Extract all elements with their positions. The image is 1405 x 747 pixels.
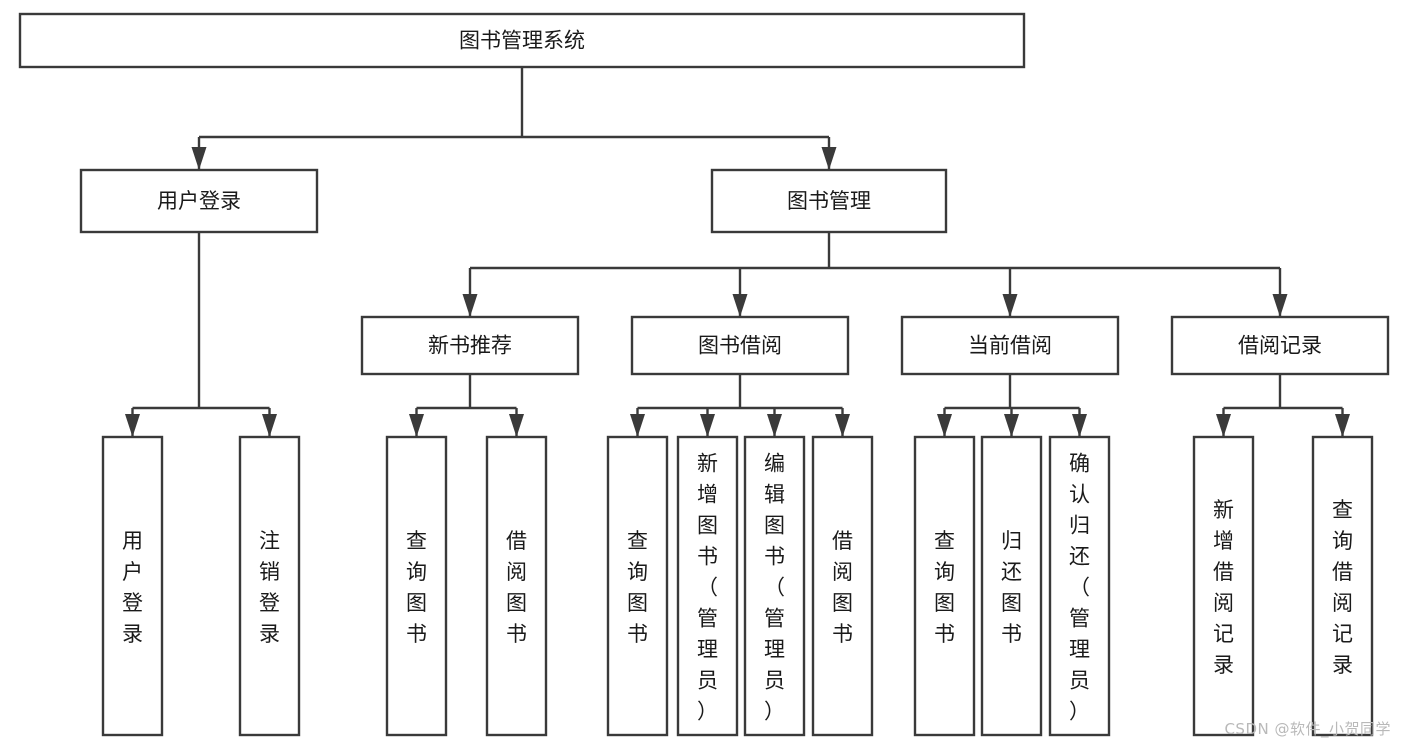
node-leaf-user-login[interactable]: 用户登录 [101,435,164,737]
csdn-watermark: CSDN @软件_小贺同学 [1224,720,1391,738]
node-user-login-label: 用户登录 [157,189,241,213]
node-current-borrow[interactable]: 当前借阅 [900,315,1120,376]
node-new-book-recommend-box[interactable] [360,315,580,376]
node-leaf-return-book-box[interactable] [980,435,1043,737]
edge-book-management-to-level2 [462,232,1288,317]
node-leaf-logout-box[interactable] [238,435,301,737]
node-leaf-query-book-borrow-box[interactable] [606,435,669,737]
node-leaf-query-book-recommend-box[interactable] [385,435,448,737]
node-leaf-confirm-return-admin[interactable]: 确认归还（管理员） [1048,435,1111,737]
edge-current-borrow-to-leaves [937,374,1087,437]
node-leaf-borrow-book-label: 借阅图书 [832,529,853,646]
edge-book-borrow-to-leaves [630,374,850,437]
node-new-book-recommend-label: 新书推荐 [428,334,512,358]
node-root-system-label: 图书管理系统 [459,29,585,53]
node-leaf-query-book-recommend[interactable]: 查询图书 [385,435,448,737]
node-leaf-query-borrow-record-label: 查询借阅记录 [1332,498,1353,677]
node-leaf-return-book[interactable]: 归还图书 [980,435,1043,737]
node-leaf-query-book-current-box[interactable] [913,435,976,737]
node-leaf-query-book-borrow-label: 查询图书 [627,529,648,646]
edge-new-book-recommend-to-leaves [409,374,524,437]
node-leaf-edit-book-admin[interactable]: 编辑图书（管理员） [743,435,806,737]
node-borrow-record-box[interactable] [1170,315,1390,376]
node-leaf-edit-book-admin-label: 编辑图书（管理员） [764,452,785,724]
node-leaf-borrow-book[interactable]: 借阅图书 [811,435,874,737]
node-current-borrow-box[interactable] [900,315,1120,376]
node-book-borrow-label: 图书借阅 [698,334,782,358]
node-leaf-query-book-borrow[interactable]: 查询图书 [606,435,669,737]
node-leaf-borrow-book-recommend-label: 借阅图书 [506,529,527,646]
nodes-layer: 图书管理系统用户登录图书管理新书推荐图书借阅当前借阅借阅记录用户登录注销登录查询… [18,12,1390,737]
node-book-management[interactable]: 图书管理 [710,168,948,234]
node-leaf-query-book-recommend-label: 查询图书 [406,529,427,646]
node-leaf-query-borrow-record-box[interactable] [1311,435,1374,737]
node-book-management-box[interactable] [710,168,948,234]
node-leaf-borrow-book-box[interactable] [811,435,874,737]
node-leaf-borrow-book-recommend[interactable]: 借阅图书 [485,435,548,737]
node-leaf-user-login-label: 用户登录 [122,529,143,646]
node-leaf-borrow-book-recommend-box[interactable] [485,435,548,737]
node-borrow-record-label: 借阅记录 [1238,334,1322,358]
node-book-management-label: 图书管理 [787,189,871,213]
connectors-layer [125,67,1350,437]
node-leaf-add-book-admin-label: 新增图书（管理员） [697,452,718,724]
node-leaf-query-book-current[interactable]: 查询图书 [913,435,976,737]
edge-borrow-record-to-leaves [1216,374,1350,437]
node-leaf-query-borrow-record[interactable]: 查询借阅记录 [1311,435,1374,737]
node-leaf-query-book-current-label: 查询图书 [934,529,955,646]
node-book-borrow[interactable]: 图书借阅 [630,315,850,376]
node-leaf-add-book-admin[interactable]: 新增图书（管理员） [676,435,739,737]
node-leaf-add-borrow-record-box[interactable] [1192,435,1255,737]
node-book-borrow-box[interactable] [630,315,850,376]
node-current-borrow-label: 当前借阅 [968,334,1052,358]
node-leaf-add-borrow-record-label: 新增借阅记录 [1213,498,1234,677]
node-leaf-add-borrow-record[interactable]: 新增借阅记录 [1192,435,1255,737]
node-leaf-add-book-admin-box[interactable] [676,435,739,737]
edge-user-login-to-leaves [125,232,277,437]
node-root-system[interactable]: 图书管理系统 [18,12,1026,69]
node-root-system-box[interactable] [18,12,1026,69]
node-leaf-return-book-label: 归还图书 [1001,529,1022,646]
node-user-login[interactable]: 用户登录 [79,168,319,234]
node-new-book-recommend[interactable]: 新书推荐 [360,315,580,376]
node-leaf-logout-label: 注销登录 [259,529,280,646]
node-leaf-edit-book-admin-box[interactable] [743,435,806,737]
node-user-login-box[interactable] [79,168,319,234]
node-leaf-confirm-return-admin-box[interactable] [1048,435,1111,737]
edge-root-to-level1 [191,67,837,170]
node-borrow-record[interactable]: 借阅记录 [1170,315,1390,376]
node-leaf-logout[interactable]: 注销登录 [238,435,301,737]
node-leaf-user-login-box[interactable] [101,435,164,737]
node-leaf-confirm-return-admin-label: 确认归还（管理员） [1069,452,1090,724]
